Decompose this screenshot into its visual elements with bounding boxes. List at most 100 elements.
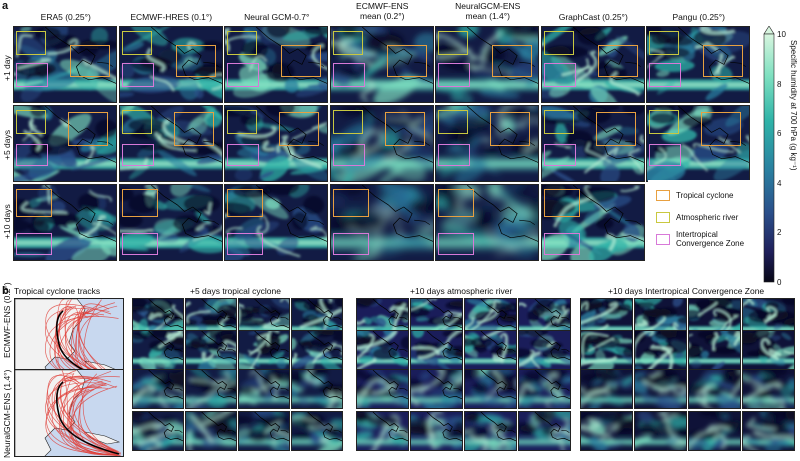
column-title: NeuralGCM-ENS mean (1.4°) <box>455 1 521 21</box>
row-label: +10 days <box>2 204 12 239</box>
ar-ensemble-member <box>410 411 463 451</box>
itcz-ensemble-member <box>634 369 687 409</box>
tropical-cyclone-region-box <box>281 45 321 77</box>
tc-ensemble-member <box>291 411 343 451</box>
ar-ensemble-member <box>356 411 409 451</box>
itcz-region-box <box>543 233 580 255</box>
tc-title: +5 days tropical cyclone <box>190 286 281 296</box>
itcz-region-box <box>227 63 259 87</box>
ar-ensemble-member <box>518 330 571 370</box>
humidity-map <box>224 184 328 261</box>
itcz-ensemble-member <box>742 369 795 409</box>
itcz-region-box <box>16 63 48 87</box>
humidity-map <box>329 105 434 182</box>
tropical-cyclone-region-box <box>386 45 427 77</box>
tropical-cyclone-region-box <box>227 189 263 217</box>
tropical-cyclone-region-box <box>279 112 319 146</box>
humidity-map <box>118 26 223 103</box>
ar-ensemble-member <box>410 330 463 370</box>
itcz-region-box <box>543 144 576 166</box>
itcz-ensemble-member <box>634 330 687 370</box>
tc-ensemble-member <box>185 330 237 370</box>
tc-ensemble-member <box>132 330 184 370</box>
tc-ensemble-member <box>238 369 290 409</box>
colorbar-label: Specific humidity at 700 hPa (g kg⁻¹) <box>789 40 798 171</box>
tropical-cyclone-region-box <box>595 112 636 146</box>
panel-b-letter: b <box>2 285 9 297</box>
atmospheric-river-region-box <box>649 31 679 55</box>
legend-tropical-cyclone: Tropical cyclone <box>676 191 734 200</box>
row-label-neuralgcm-ens: NeuralGCM-ENS (1.4°) <box>2 369 12 458</box>
itcz-swatch <box>656 234 670 245</box>
tropical-cyclone-region-box <box>543 189 580 217</box>
colorbar <box>763 26 775 283</box>
colorbar-tick: 0 <box>777 278 782 287</box>
itcz-ensemble-member <box>688 369 741 409</box>
itcz-ensemble-member <box>688 330 741 370</box>
humidity-map <box>646 105 750 182</box>
tropical-cyclone-region-box <box>70 45 110 77</box>
humidity-map <box>540 184 645 261</box>
colorbar-tick: 10 <box>777 30 786 39</box>
humidity-map <box>435 105 539 182</box>
colorbar-tick: 6 <box>777 129 782 139</box>
itcz-ensemble-member <box>580 330 633 370</box>
tc-ensemble-member <box>185 369 237 409</box>
atmospheric-river-region-box <box>543 31 574 55</box>
colorbar-tick: 2 <box>777 228 782 238</box>
atmospheric-river-region-box <box>332 31 363 55</box>
tropical-cyclone-swatch <box>656 190 670 201</box>
humidity-map <box>435 184 539 261</box>
atmospheric-river-region-box <box>543 110 574 134</box>
tc-ensemble-member <box>291 330 343 370</box>
atmospheric-river-swatch <box>656 212 670 223</box>
colorbar-tick: 8 <box>777 79 782 89</box>
atmospheric-river-region-box <box>332 110 363 134</box>
itcz-region-box <box>332 233 369 255</box>
itcz-region-box <box>438 144 470 166</box>
atmospheric-river-region-box <box>227 110 257 134</box>
tropical-cyclone-region-box <box>175 45 216 77</box>
itcz-region-box <box>332 144 365 166</box>
humidity-map <box>329 26 434 103</box>
humidity-map <box>646 26 750 103</box>
atmospheric-river-region-box <box>16 110 46 134</box>
tropical-cyclone-region-box <box>597 45 638 77</box>
tracks-title: Tropical cyclone tracks <box>14 286 101 296</box>
ar-ensemble-member <box>356 369 409 409</box>
row-label: +1 day <box>2 55 12 81</box>
ar-ensemble-member <box>410 369 463 409</box>
itcz-region-box <box>649 63 681 87</box>
ar-ensemble-member <box>356 330 409 370</box>
tc-ensemble-member <box>132 411 184 451</box>
tropical-cyclone-region-box <box>703 45 743 77</box>
tropical-cyclone-region-box <box>384 112 425 146</box>
tropical-cyclone-region-box <box>68 112 108 146</box>
atmospheric-river-region-box <box>649 110 679 134</box>
itcz-region-box <box>332 63 365 87</box>
column-title: ECMWF-ENS mean (0.2°) <box>356 1 409 21</box>
humidity-map <box>224 105 328 182</box>
humidity-map <box>540 26 645 103</box>
tropical-cyclone-region-box <box>332 189 369 217</box>
humidity-map <box>13 184 117 261</box>
tropical-cyclone-region-box <box>121 189 158 217</box>
tc-ensemble-member <box>132 369 184 409</box>
ar-ensemble-member <box>464 369 517 409</box>
itcz-region-box <box>227 233 263 255</box>
tc-ensemble-member <box>238 411 290 451</box>
itcz-region-box <box>649 144 681 166</box>
itcz-title: +10 days Intertropical Convergence Zone <box>608 286 765 296</box>
colorbar-tick: 4 <box>777 178 782 188</box>
humidity-map <box>13 26 117 103</box>
atmospheric-river-region-box <box>438 31 468 55</box>
itcz-region-box <box>16 144 48 166</box>
atmospheric-river-region-box <box>227 31 257 55</box>
atmospheric-river-region-box <box>16 31 46 55</box>
humidity-map <box>329 184 434 261</box>
tropical-cyclone-region-box <box>438 189 474 217</box>
ar-ensemble-member <box>518 411 571 451</box>
itcz-ensemble-member <box>742 298 795 338</box>
itcz-ensemble-member <box>580 411 633 451</box>
atmospheric-river-region-box <box>121 31 152 55</box>
